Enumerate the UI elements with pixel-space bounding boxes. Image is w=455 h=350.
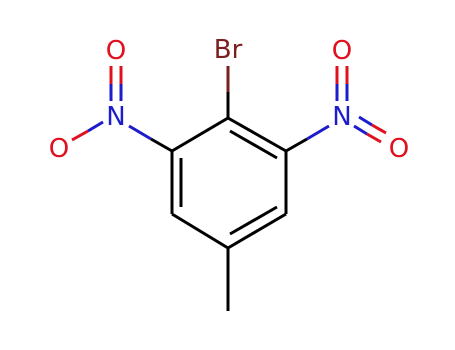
- nitrogen-right-label: N: [332, 102, 351, 132]
- oxygen-left-upper-label: O: [106, 36, 126, 66]
- nitrogen-left-label: N: [106, 102, 125, 132]
- oxygen-right-upper-label: O: [332, 36, 352, 66]
- oxygen-left-lower-label: O: [49, 134, 69, 164]
- ring-bond-c6-c1: [171, 116, 229, 153]
- n-o-right-lower-bond-b1: [353, 124, 368, 136]
- ring-double-bond-c1-c2: [229, 129, 278, 160]
- c-n-left-bond-carbon: [150, 137, 173, 153]
- n-o-right-lower-bond-b2: [366, 132, 382, 144]
- ring-bond-c4-c5: [171, 212, 229, 250]
- n-o-left-lower-bond-n: [87, 120, 104, 133]
- n-o-left-lower-bond-o: [71, 129, 89, 142]
- bonds: [71, 66, 387, 311]
- ring-double-bond-c3-c4: [229, 205, 278, 236]
- atom-labels: Br N N O O O O: [49, 35, 409, 164]
- c-n-left-bond-nitrogen: [128, 124, 152, 141]
- bromine-label: Br: [214, 35, 243, 65]
- c-n-right-bond-nitrogen: [306, 124, 330, 141]
- n-o-right-lower-bond-a2: [371, 123, 387, 135]
- ring-bond-c3-c4: [227, 212, 287, 250]
- n-o-right-lower-bond-a1: [358, 115, 373, 127]
- c-n-right-bond-carbon: [285, 137, 308, 153]
- oxygen-right-lower-label: O: [389, 134, 409, 164]
- ring-bond-c1-c2: [227, 116, 287, 153]
